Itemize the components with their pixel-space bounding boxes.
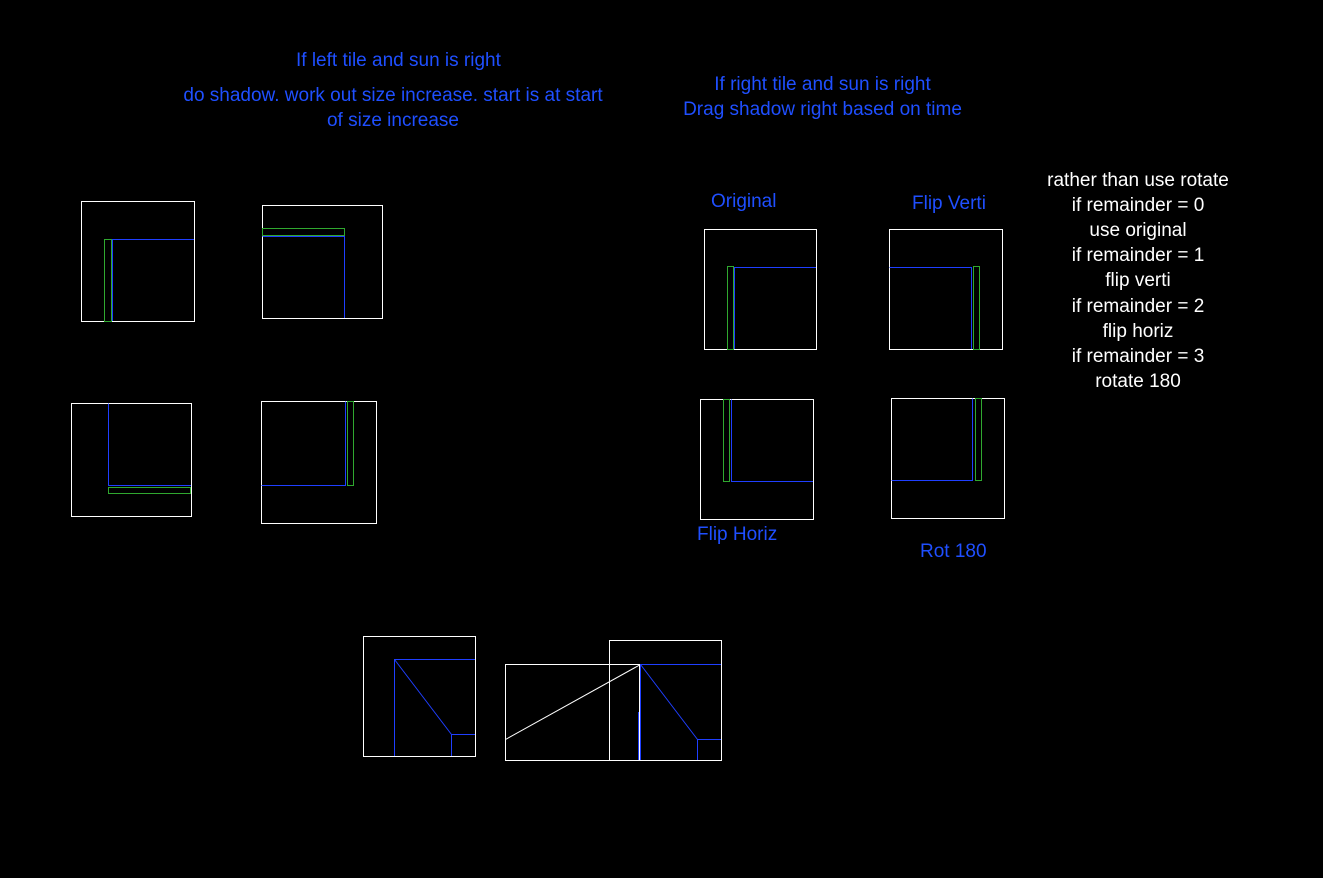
- left-tile-1: [81, 201, 195, 322]
- left-section-note-line1: do shadow. work out size increase. start…: [183, 85, 603, 106]
- left-section-note-line2: of size increase: [326, 110, 459, 131]
- rules-line: rather than use rotate: [1047, 170, 1229, 191]
- label-original: Original: [711, 191, 777, 212]
- tile-original: [704, 229, 817, 350]
- rules-line: if remainder = 2: [1071, 296, 1205, 317]
- tile-flip-verti: [889, 229, 1003, 350]
- tile-flip-horiz: [700, 399, 814, 520]
- left-tile-2: [262, 205, 383, 319]
- label-flip-horiz: Flip Horiz: [697, 524, 778, 545]
- rules-line: if remainder = 1: [1071, 245, 1205, 266]
- bottom-shadow-construction: [505, 640, 722, 761]
- right-section-heading-line2: Drag shadow right based on time: [683, 99, 962, 120]
- rules-line: if remainder = 0: [1071, 195, 1205, 216]
- rules-line: use original: [1089, 220, 1187, 241]
- rules-line: flip horiz: [1102, 321, 1174, 342]
- left-section-heading: If left tile and sun is right: [296, 50, 501, 71]
- label-rot-180: Rot 180: [920, 541, 987, 562]
- left-tile-3: [71, 403, 192, 517]
- label-flip-verti: Flip Verti: [912, 193, 986, 214]
- rules-line: if remainder = 3: [1071, 346, 1205, 367]
- right-section-heading-line1: If right tile and sun is right: [714, 74, 931, 95]
- rules-line: flip verti: [1105, 270, 1171, 291]
- tile-rot-180: [891, 398, 1005, 519]
- bottom-diagonal-tile: [363, 636, 476, 757]
- left-tile-4: [261, 401, 377, 524]
- rules-line: rotate 180: [1095, 371, 1181, 392]
